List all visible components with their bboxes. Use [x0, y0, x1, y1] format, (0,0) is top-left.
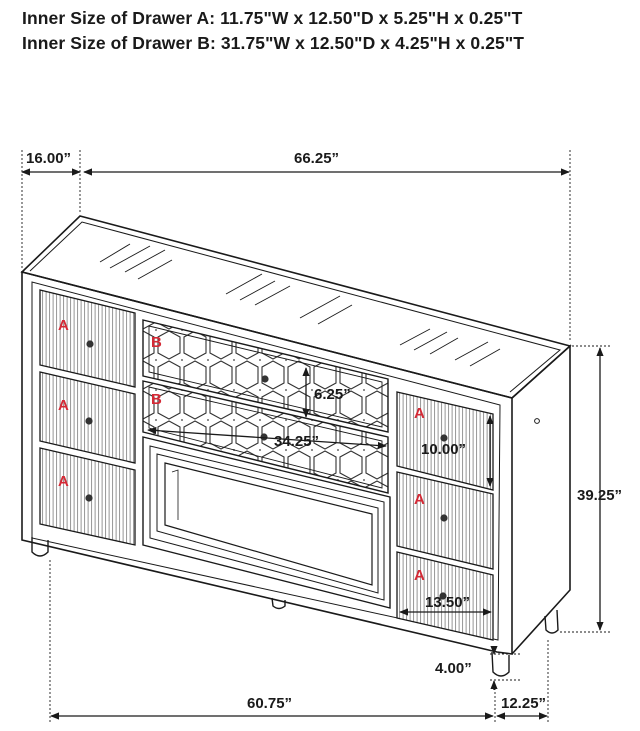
dim-top-width: 66.25” — [294, 150, 339, 167]
label-b-center-2: B — [151, 391, 162, 408]
label-a-left-2: A — [58, 397, 69, 414]
drawer-a-size-text: Inner Size of Drawer A: 11.75"W x 12.50"… — [22, 8, 523, 28]
dim-drawer-b-width-line — [147, 426, 387, 450]
leg-back-right — [544, 609, 559, 634]
top-reflection-marks — [99, 243, 501, 367]
drawer-knob-icon — [86, 340, 94, 348]
center-drawer-column — [142, 319, 391, 609]
label-a-right-1: A — [414, 405, 425, 422]
drawer-knob-icon — [85, 417, 93, 425]
leg-center — [271, 597, 286, 610]
drawer-b-size-text: Inner Size of Drawer B: 31.75"W x 12.50"… — [22, 33, 525, 53]
center-mirror-panel-inner — [164, 462, 373, 586]
label-a-left-1: A — [58, 317, 69, 334]
drawer-knob-icon — [440, 434, 448, 442]
leg-front-right — [491, 651, 510, 677]
dim-drawer-a-height: 10.00” — [421, 441, 466, 458]
center-mirror-panel-outer — [142, 436, 391, 609]
label-a-right-2: A — [414, 491, 425, 508]
dresser-body — [20, 215, 572, 655]
dimension-labels: 16.00” 66.25” 39.25” 6.25” 34.25” 10.00”… — [26, 150, 622, 712]
left-drawer-column — [39, 289, 136, 546]
drawer-knob-icon — [440, 514, 448, 522]
dim-drawer-a-width: 13.50” — [425, 594, 470, 611]
drawer-size-header: Inner Size of Drawer A: 11.75"W x 12.50"… — [22, 6, 622, 56]
label-a-left-3: A — [58, 473, 69, 490]
leg-front-left — [31, 537, 49, 557]
dimension-lines — [21, 150, 612, 722]
dim-drawer-b-height: 6.25” — [314, 386, 351, 403]
dim-bottom-width: 60.75” — [247, 695, 292, 712]
dim-overall-height: 39.25” — [577, 487, 622, 504]
drawer-knob-icon — [439, 592, 447, 600]
dim-leg-depth: 12.25” — [501, 695, 546, 712]
drawer-knob-icon — [261, 375, 269, 383]
label-b-center-1: B — [151, 334, 162, 351]
drawer-letter-labels: A A A B B A A A — [58, 317, 425, 584]
drawer-knob-icon — [85, 494, 93, 502]
dresser-front-face — [21, 270, 513, 655]
side-knob-icon — [534, 418, 540, 424]
label-a-right-3: A — [414, 567, 425, 584]
right-drawer-column — [396, 391, 494, 641]
left-drawer-2 — [39, 371, 136, 464]
left-drawer-1 — [39, 289, 136, 388]
dim-side-depth: 16.00” — [26, 150, 71, 167]
dresser-side-face — [511, 344, 571, 655]
dim-drawer-b-width: 34.25” — [274, 433, 319, 450]
dim-leg-height: 4.00” — [435, 660, 472, 677]
dresser-legs — [31, 537, 559, 677]
